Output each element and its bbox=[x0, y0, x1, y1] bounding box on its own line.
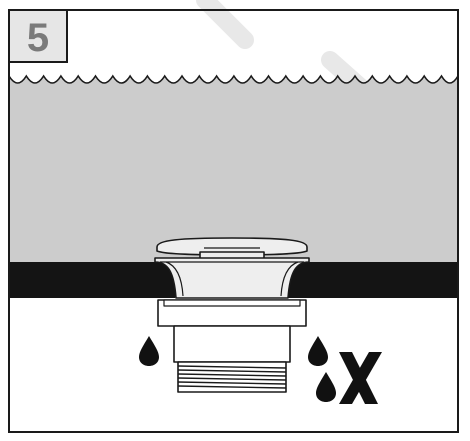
water-surface-wave bbox=[8, 74, 459, 84]
thread-line bbox=[177, 385, 287, 389]
thread-line bbox=[177, 365, 287, 369]
thread-line bbox=[177, 381, 287, 385]
water-drop-icon bbox=[316, 372, 336, 402]
plug-cap bbox=[156, 237, 308, 256]
thread-line bbox=[177, 369, 287, 373]
thread-line bbox=[177, 377, 287, 381]
panel-border bbox=[8, 9, 459, 433]
not-allowed-x-icon bbox=[339, 352, 382, 404]
waste-body bbox=[173, 325, 291, 363]
basin-floor bbox=[9, 262, 458, 298]
thread-line bbox=[177, 373, 287, 377]
leak-drops bbox=[139, 336, 336, 402]
water bbox=[8, 74, 459, 262]
water-body bbox=[9, 76, 458, 262]
waste-flange bbox=[154, 257, 310, 299]
step-number: 5 bbox=[27, 16, 49, 60]
step-badge: 5 bbox=[8, 9, 68, 63]
water-drop-icon bbox=[139, 336, 159, 366]
water-drop-icon bbox=[308, 336, 328, 366]
waste-plug-assembly bbox=[154, 237, 310, 393]
